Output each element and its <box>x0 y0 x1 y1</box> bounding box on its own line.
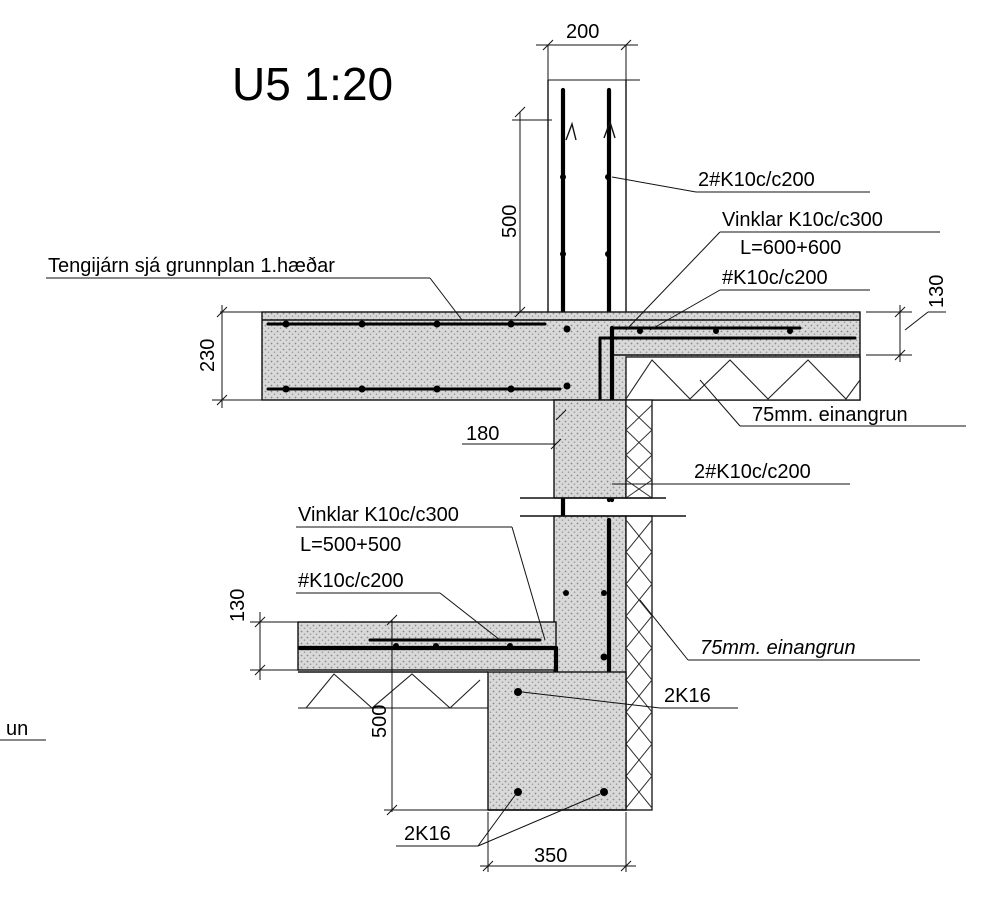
svg-text:Vinklar K10c/c300: Vinklar K10c/c300 <box>298 504 459 526</box>
label-insulation-lower: 75mm. einangrun <box>639 599 920 661</box>
dimension-wall-mid-label: 180 <box>466 423 499 445</box>
dimension-wall-top-label: 200 <box>566 21 599 43</box>
label-mesh-upper: #K10c/c200 <box>649 267 870 331</box>
drawing-title: U5 1:20 <box>232 58 393 110</box>
svg-text:2#K10c/c200: 2#K10c/c200 <box>698 169 815 191</box>
svg-text:Tengijárn sjá grunnplan 1.hæða: Tengijárn sjá grunnplan 1.hæðar <box>48 255 335 277</box>
label-stirrups-upper: Vinklar K10c/c300 L=600+600 <box>625 209 940 331</box>
dimension-slab-label: 230 <box>197 339 219 372</box>
svg-text:#K10c/c200: #K10c/c200 <box>722 267 828 289</box>
svg-text:L=600+600: L=600+600 <box>740 237 841 259</box>
dimension-floor-bottom-label: 130 <box>227 589 249 622</box>
dimension-slab: 230 <box>197 305 262 408</box>
wall-break-line <box>520 497 686 517</box>
dimension-anchor-bottom-label: 500 <box>369 705 391 738</box>
label-mesh-lower: #K10c/c200 <box>296 570 501 641</box>
footing <box>487 671 627 811</box>
svg-text:Vinklar K10c/c300: Vinklar K10c/c300 <box>722 209 883 231</box>
svg-text:75mm. einangrun: 75mm. einangrun <box>752 404 908 426</box>
upper-floor-insulation <box>625 356 861 401</box>
label-wall-rebar-top: 2#K10c/c200 <box>611 169 870 193</box>
label-insulation-upper: 75mm. einangrun <box>699 379 966 427</box>
label-wall-rebar-mid: 2#K10c/c200 <box>612 461 850 485</box>
dimension-footing: 350 <box>480 812 636 872</box>
dimension-footing-label: 350 <box>534 845 567 867</box>
label-partial-left: un <box>0 718 46 741</box>
label-footing-bars-bottom: 2K16 <box>396 793 601 847</box>
label-tie-bars: Tengijárn sjá grunnplan 1.hæðar <box>46 255 463 321</box>
svg-text:L=500+500: L=500+500 <box>300 534 401 556</box>
dimension-floor-bottom: 130 <box>227 589 298 680</box>
dimension-floor-top-label: 130 <box>926 275 948 308</box>
svg-text:#K10c/c200: #K10c/c200 <box>298 570 404 592</box>
dimension-anchor-top-label: 500 <box>499 205 521 238</box>
dimension-anchor-top: 500 <box>499 106 552 318</box>
lower-floor-insulation <box>298 671 488 709</box>
svg-text:un: un <box>6 718 28 740</box>
svg-text:75mm. einangrun: 75mm. einangrun <box>700 637 856 659</box>
svg-text:2K16: 2K16 <box>664 685 711 707</box>
svg-text:2#K10c/c200: 2#K10c/c200 <box>694 461 811 483</box>
middle-wall <box>553 399 653 811</box>
label-stirrups-lower: Vinklar K10c/c300 L=500+500 <box>296 504 546 641</box>
label-footing-bars-right: 2K16 <box>521 685 738 709</box>
svg-text:2K16: 2K16 <box>404 823 451 845</box>
dimension-floor-top: 130 <box>866 275 948 362</box>
dimension-anchor-bottom: 500 <box>369 614 488 816</box>
lower-slab-rebar <box>297 638 559 691</box>
dimension-wall-top: 200 <box>536 21 638 80</box>
upper-wall <box>547 79 640 312</box>
dimension-wall-mid: 180 <box>462 409 567 450</box>
